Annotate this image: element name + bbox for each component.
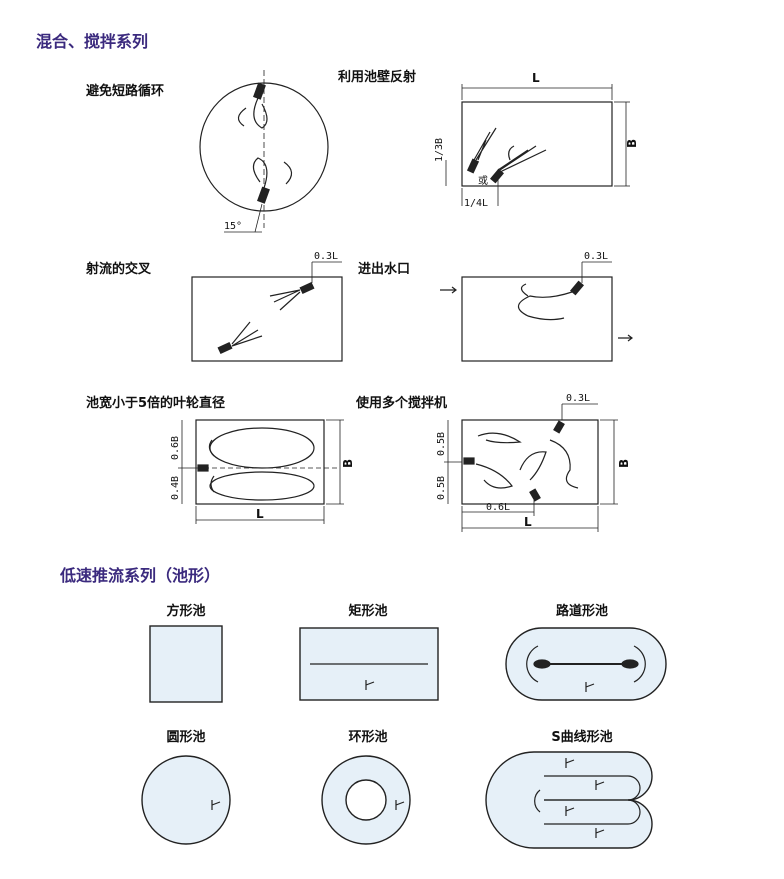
flow-curve xyxy=(237,107,247,127)
label-jet-cross: 射流的交叉 xyxy=(86,262,152,277)
dim-0.3L: 0.3L xyxy=(584,251,608,262)
rect-tank xyxy=(461,419,599,505)
mixer-icon xyxy=(565,758,575,768)
dim-B: B xyxy=(617,459,631,468)
flow-curve xyxy=(283,161,293,185)
mixer-icon xyxy=(257,186,270,204)
square-pool-shape xyxy=(149,625,223,703)
outlet-arrow xyxy=(618,334,633,342)
jet-lines xyxy=(231,321,263,347)
dim-0.5B: 0.5B xyxy=(436,476,447,500)
circle-pool-shape xyxy=(141,755,231,845)
mixer-icon xyxy=(585,682,595,692)
ring-pool-inner xyxy=(345,779,387,821)
label-track-pool: 路道形池 xyxy=(555,604,608,619)
label-avoid-short-circuit: 避免短路循环 xyxy=(86,84,165,99)
pool-square xyxy=(149,625,223,703)
pool-ring xyxy=(321,755,411,845)
label-narrow-pool: 池宽小于5倍的叶轮直径 xyxy=(86,396,226,411)
dim-0.3L: 0.3L xyxy=(566,393,590,404)
rect-tank xyxy=(191,276,343,362)
diagram-wall-reflection: L B 1/3B 1/4L 或 xyxy=(434,71,639,209)
mixer-icon xyxy=(569,280,585,296)
mixer-icon xyxy=(365,680,375,690)
rect-tank xyxy=(195,419,325,505)
flow-curve xyxy=(520,283,529,297)
dim-L: L xyxy=(532,71,540,85)
flow-loop-bottom xyxy=(209,471,315,501)
dim-0.3L: 0.3L xyxy=(314,251,338,262)
mixer-icon xyxy=(197,464,209,472)
flow-loop-top xyxy=(209,427,315,469)
jet-lines xyxy=(497,145,547,173)
angle-label: 15° xyxy=(224,221,242,232)
dim-0.5B: 0.5B xyxy=(436,432,447,456)
dim-L: L xyxy=(256,507,264,521)
flow-curve xyxy=(534,789,541,813)
diagram-avoid-short-circuit: 15° xyxy=(199,70,329,233)
diagram-jet-cross: 0.3L xyxy=(191,251,343,362)
jet-lines xyxy=(269,289,301,311)
section-title-mixing: 混合、搅拌系列 xyxy=(36,32,149,51)
flow-curve xyxy=(519,451,547,481)
label-inlet-outlet: 进出水口 xyxy=(358,262,411,277)
mixer-icon xyxy=(211,800,221,810)
pool-rect xyxy=(299,627,439,701)
dim-quarter-L: 1/4L xyxy=(464,198,488,209)
dim-third-B: 1/3B xyxy=(434,138,445,162)
flow-curve xyxy=(526,645,646,683)
mixer-icon xyxy=(253,82,266,100)
flow-arrow xyxy=(253,97,268,129)
jet-lines xyxy=(473,127,497,161)
channel-divider xyxy=(544,799,641,825)
dim-0.6B: 0.6B xyxy=(170,436,181,460)
section-title-lowspeed: 低速推流系列（池形） xyxy=(60,566,221,585)
mixer-icon xyxy=(595,780,605,790)
dim-L: L xyxy=(524,515,532,529)
flow-curve xyxy=(508,145,515,161)
mixer-icon xyxy=(595,828,605,838)
label-rect-pool: 矩形池 xyxy=(348,604,388,619)
dim-B: B xyxy=(341,459,355,468)
pool-track xyxy=(505,627,667,701)
flow-curve xyxy=(477,432,522,444)
mixer-icon xyxy=(529,488,541,502)
dim-B: B xyxy=(625,139,639,148)
mixer-icon xyxy=(466,158,480,174)
mixer-icon xyxy=(565,806,575,816)
label-wall-reflection: 利用池壁反射 xyxy=(338,70,417,85)
flow-curve xyxy=(549,439,579,489)
label-square-pool: 方形池 xyxy=(166,604,206,619)
flow-curve xyxy=(517,291,573,321)
flow-curve xyxy=(475,463,513,489)
pool-s-curve xyxy=(485,751,653,849)
label-s-curve-pool: S曲线形池 xyxy=(551,730,613,745)
dim-0.6L: 0.6L xyxy=(486,502,510,513)
mixer-icon xyxy=(463,457,475,465)
flow-curve xyxy=(208,439,215,493)
mixer-icon xyxy=(553,420,565,434)
label-multi-mixer: 使用多个搅拌机 xyxy=(356,396,448,411)
mixer-icon xyxy=(395,800,405,810)
rect-tank xyxy=(461,276,613,362)
inlet-arrow xyxy=(440,286,457,294)
dim-0.4B: 0.4B xyxy=(170,476,181,500)
rect-tank xyxy=(461,101,613,187)
diagram-inlet-outlet: 0.3L xyxy=(440,251,633,362)
label-circle-pool: 圆形池 xyxy=(166,730,206,745)
diagram-multi-mixer: 0.3L B 0.5B 0.5B 0.6L L xyxy=(436,393,631,532)
flow-arrow xyxy=(252,157,268,189)
label-ring-pool: 环形池 xyxy=(348,730,388,745)
diagram-narrow-pool: B 0.6B 0.4B L xyxy=(170,419,355,524)
mixer-icon xyxy=(217,341,233,355)
mixer-icon xyxy=(299,281,315,295)
label-or: 或 xyxy=(478,175,488,187)
pool-circle xyxy=(141,755,231,845)
